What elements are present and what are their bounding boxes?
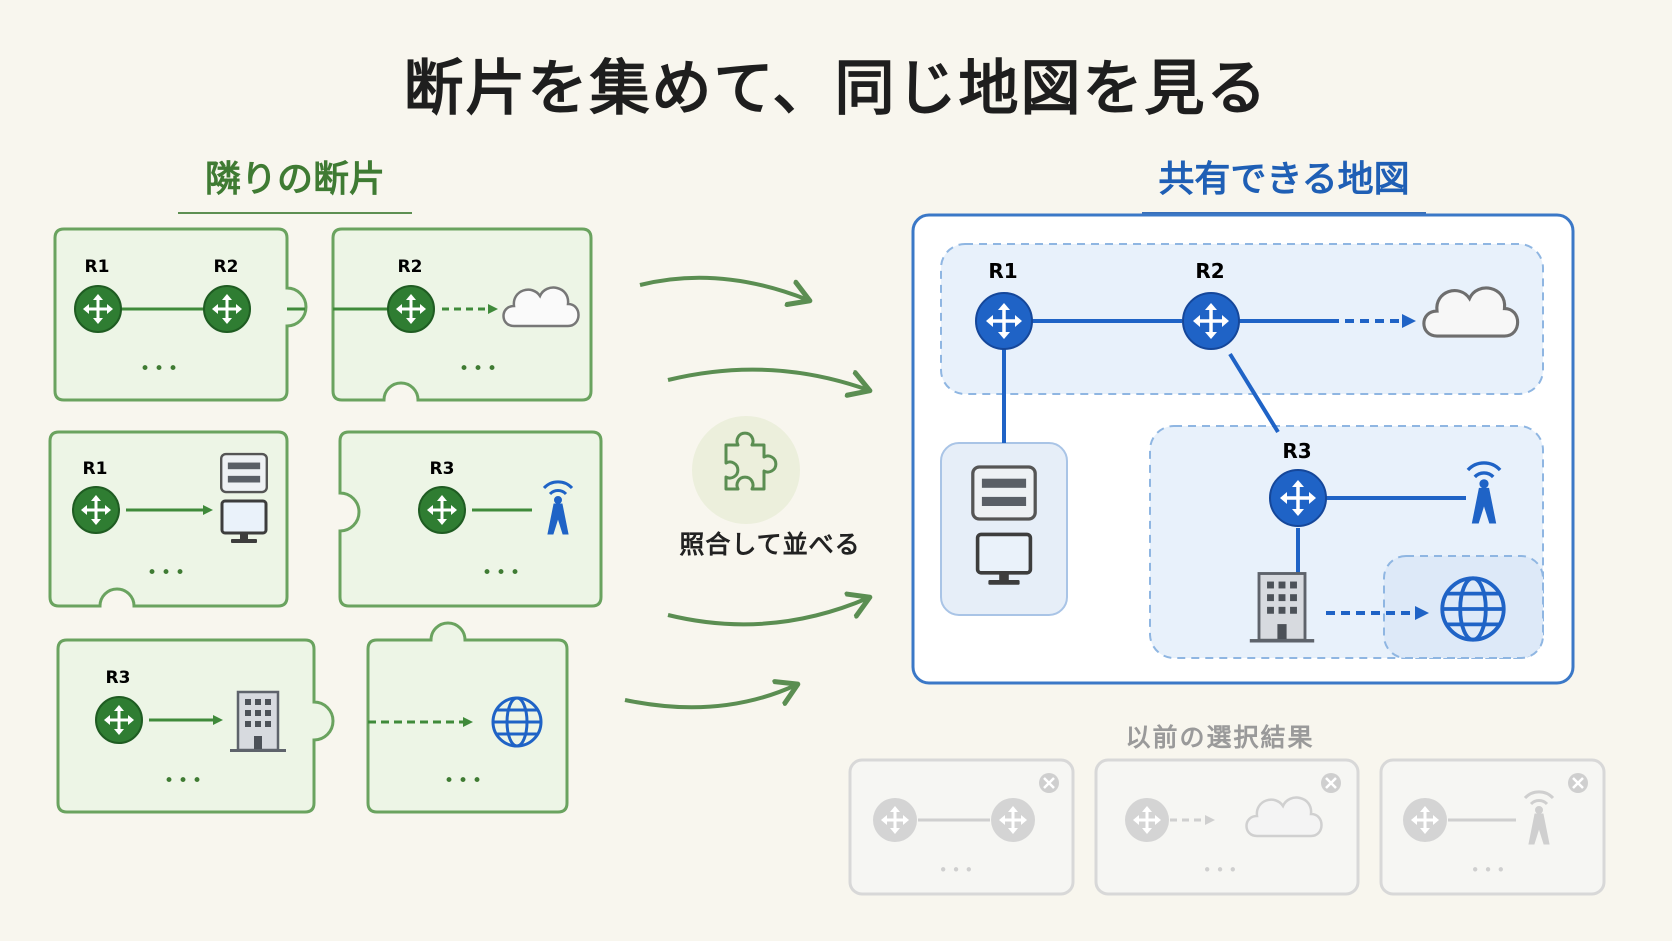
flow-arrow — [624, 685, 796, 710]
close-icon[interactable] — [1568, 773, 1588, 793]
ellipsis: ••• — [939, 861, 978, 879]
fragment-card-1 — [53, 227, 308, 402]
shared-map-heading: 共有できる地図 — [1142, 150, 1426, 214]
ellipsis: ••• — [459, 359, 501, 379]
ellipsis: ••• — [444, 771, 486, 791]
puzzle-icon — [724, 431, 778, 491]
fragments-heading: 隣りの断片 — [178, 150, 412, 214]
ellipsis: ••• — [140, 359, 182, 379]
close-icon[interactable] — [1039, 773, 1059, 793]
building-icon — [228, 690, 288, 754]
ellipsis: ••• — [164, 771, 206, 791]
server-icon — [220, 452, 268, 494]
router-icon — [71, 485, 121, 535]
close-icon[interactable] — [1321, 773, 1341, 793]
flow-arrow — [639, 275, 808, 300]
building-icon — [1248, 572, 1316, 644]
ellipsis: ••• — [1203, 861, 1242, 879]
match-arrange-label: 照合して並べる — [679, 530, 861, 559]
router-icon — [1181, 291, 1241, 351]
node-label-r3: R3 — [106, 668, 131, 688]
node-label-r3: R3 — [1282, 439, 1311, 463]
zone-internet — [1383, 555, 1544, 659]
router-icon — [1123, 796, 1171, 844]
router-icon — [1401, 796, 1449, 844]
fragment-card-4 — [338, 430, 603, 608]
router-icon — [974, 291, 1034, 351]
node-label-r2: R2 — [214, 257, 239, 277]
router-icon — [989, 796, 1037, 844]
fragment-card-5 — [56, 638, 335, 814]
router-icon — [417, 485, 467, 535]
node-label-r1: R1 — [85, 257, 110, 277]
node-label-r2: R2 — [1195, 259, 1224, 283]
router-icon — [871, 796, 919, 844]
puzzle-badge — [692, 416, 800, 524]
server-icon — [971, 465, 1037, 521]
router-icon — [73, 284, 123, 334]
fragment-card-2 — [331, 227, 593, 402]
ellipsis: ••• — [1471, 861, 1510, 879]
page-title: 断片を集めて、同じ地図を見る — [403, 54, 1269, 124]
node-label-r1: R1 — [988, 259, 1017, 283]
node-label-r3: R3 — [430, 459, 455, 479]
history-card-1[interactable]: ••• — [848, 758, 1075, 896]
router-icon — [386, 284, 436, 334]
ellipsis: ••• — [482, 563, 524, 583]
router-icon — [1268, 468, 1328, 528]
history-card-2[interactable]: ••• — [1094, 758, 1360, 896]
history-heading: 以前の選択結果 — [1125, 723, 1315, 752]
flow-arrow — [667, 367, 868, 390]
history-card-3[interactable]: ••• — [1379, 758, 1606, 896]
router-icon — [94, 695, 144, 745]
node-label-r2: R2 — [398, 257, 423, 277]
node-label-r1: R1 — [83, 459, 108, 479]
ellipsis: ••• — [147, 563, 189, 583]
router-icon — [202, 284, 252, 334]
flow-arrow — [667, 598, 868, 627]
